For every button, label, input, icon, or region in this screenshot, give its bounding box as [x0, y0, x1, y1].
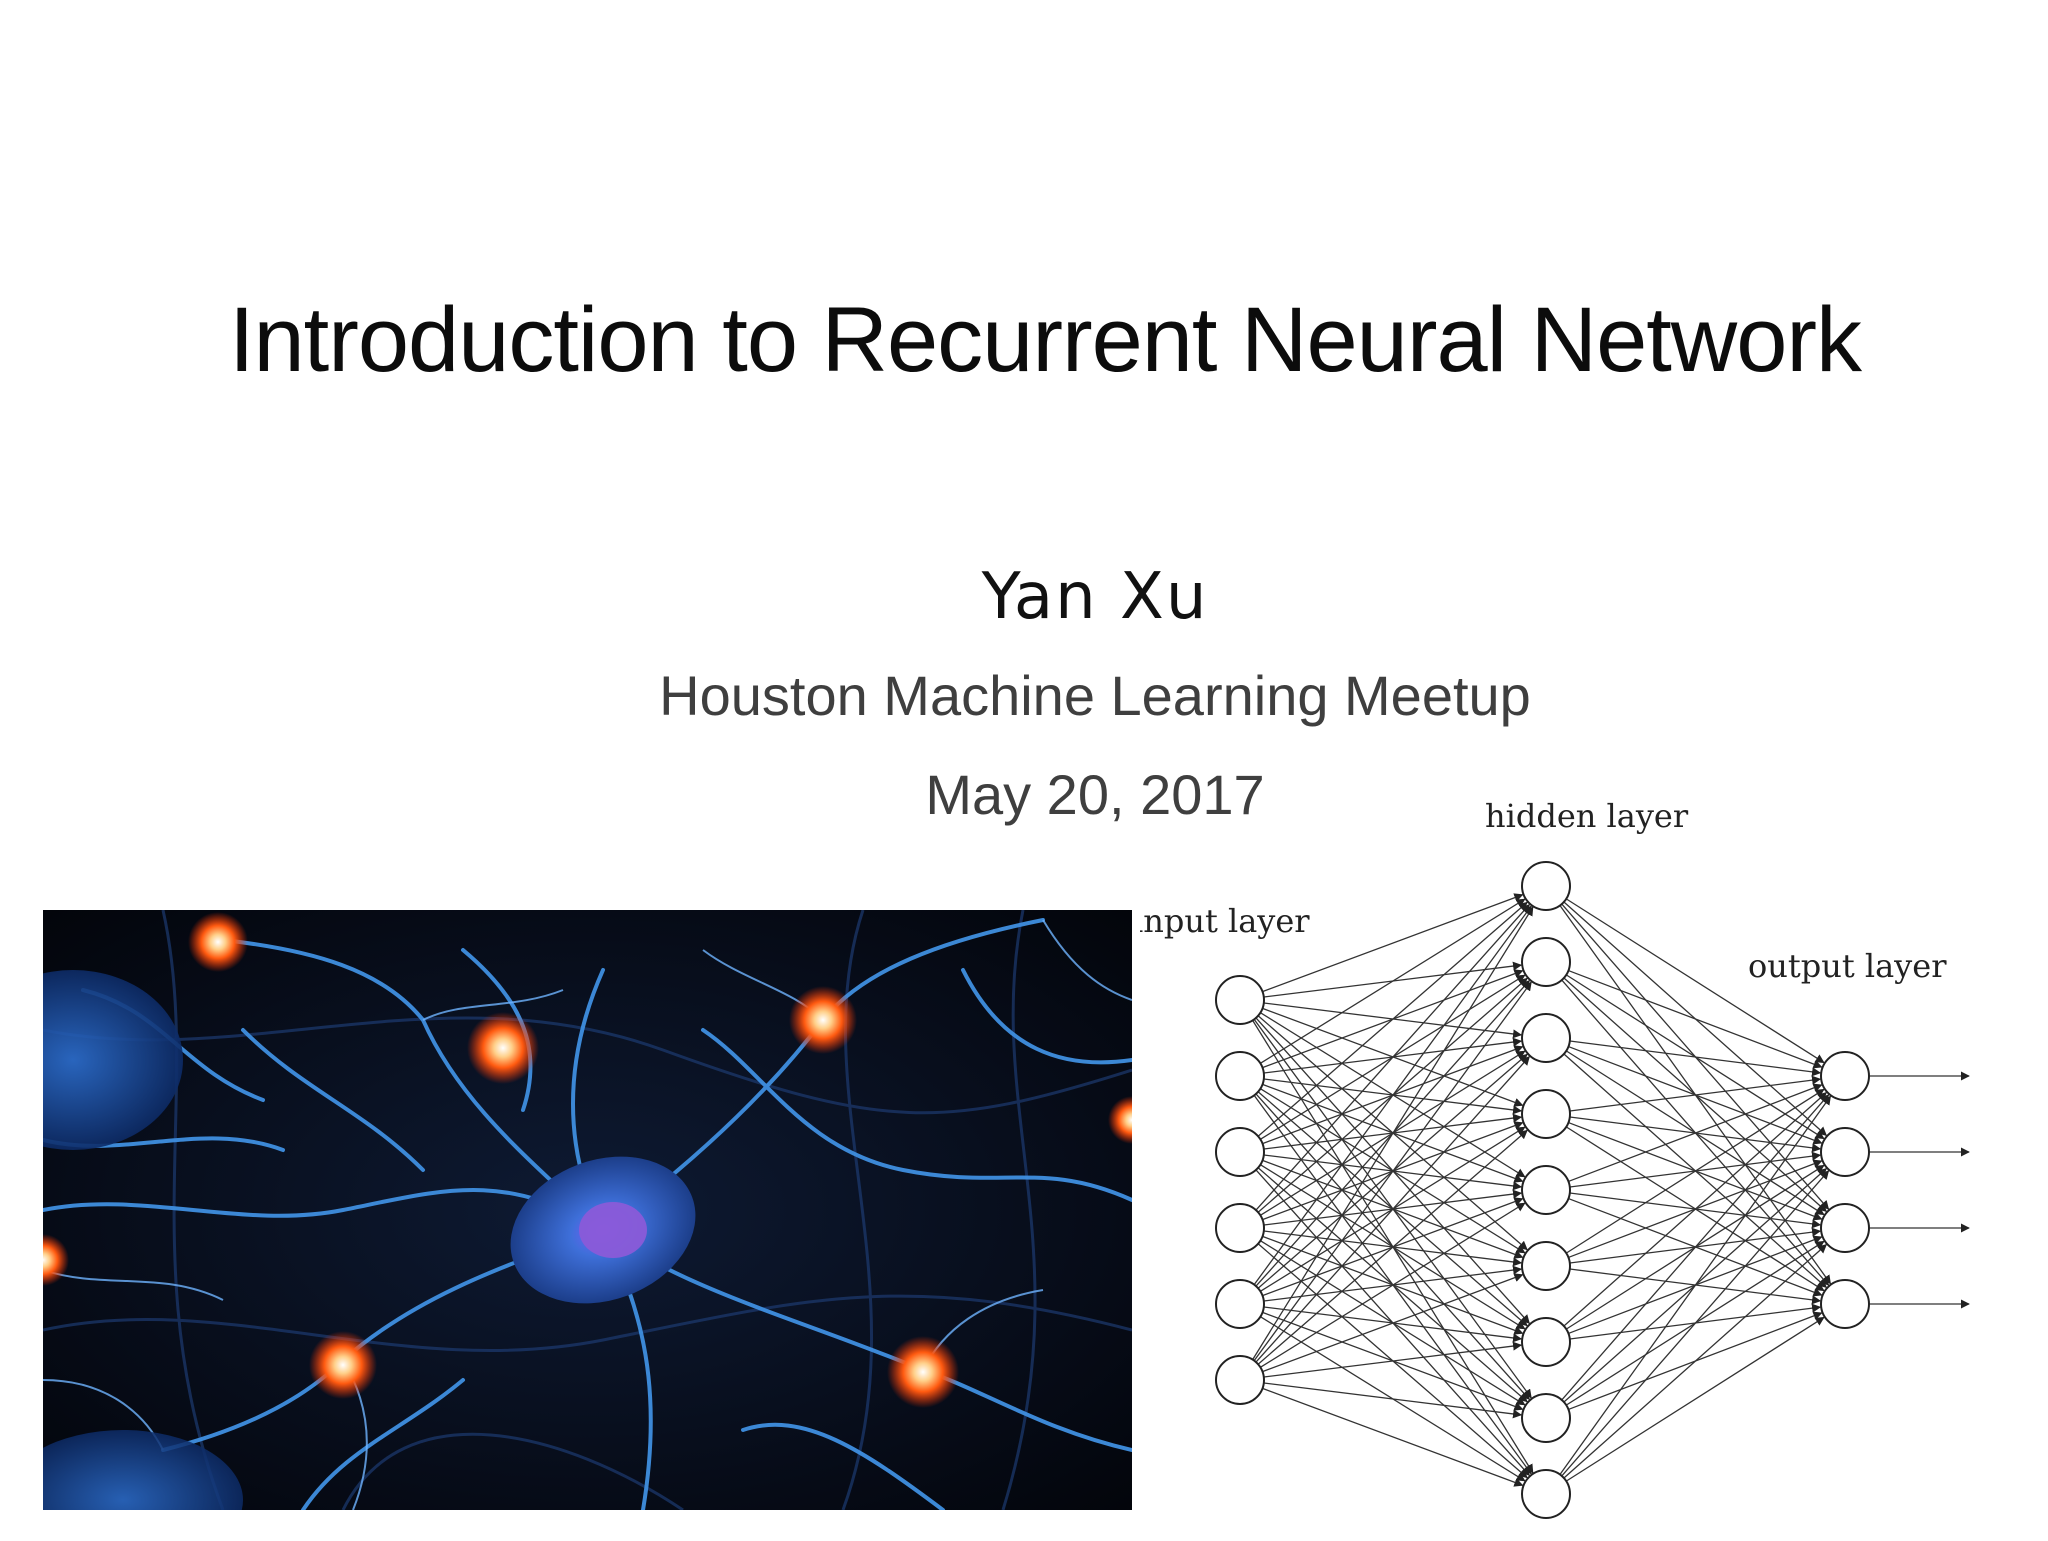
hidden-node — [1521, 1013, 1571, 1063]
connection-edges — [1252, 893, 1970, 1487]
input-hidden-edge — [1262, 1273, 1524, 1373]
author-name: Yan Xu — [981, 560, 1209, 634]
input-hidden-edge — [1262, 893, 1524, 993]
input-node — [1215, 1127, 1265, 1177]
hidden-node — [1521, 861, 1571, 911]
hidden-node — [1521, 1089, 1571, 1139]
presentation-date: May 20, 2017 — [925, 763, 1265, 826]
output-layer-label: output layer — [1748, 947, 1947, 985]
input-hidden-edge — [1257, 1129, 1528, 1365]
hidden-node — [1521, 937, 1571, 987]
output-node — [1820, 1051, 1870, 1101]
hidden-output-edge — [1561, 1094, 1830, 1401]
input-node — [1215, 1051, 1265, 1101]
input-hidden-edge — [1252, 906, 1534, 1360]
hidden-node — [1521, 1393, 1571, 1443]
neuron-illustration — [43, 910, 1132, 1510]
hidden-output-edge — [1565, 1316, 1825, 1482]
input-hidden-edge — [1253, 905, 1532, 1286]
input-hidden-edge — [1260, 898, 1526, 1064]
event-name: Houston Machine Learning Meetup — [659, 664, 1531, 727]
input-hidden-edge — [1262, 1387, 1524, 1487]
hidden-node — [1521, 1165, 1571, 1215]
network-nodes — [1215, 861, 1870, 1519]
input-node — [1215, 975, 1265, 1025]
neural-network-diagram: hidden layer input layer output layer — [1133, 780, 2020, 1536]
output-node — [1820, 1203, 1870, 1253]
input-hidden-edge — [1255, 903, 1530, 1211]
output-node — [1820, 1279, 1870, 1329]
hidden-node — [1521, 1469, 1571, 1519]
neuron-image — [43, 910, 1132, 1510]
hidden-node — [1521, 1317, 1571, 1367]
input-hidden-edge — [1257, 901, 1528, 1137]
hidden-output-edge — [1565, 898, 1825, 1064]
hidden-output-edge — [1565, 1088, 1825, 1254]
input-node — [1215, 1355, 1265, 1405]
hidden-output-edge — [1569, 1075, 1822, 1112]
input-hidden-edge — [1255, 1055, 1530, 1363]
hidden-output-edge — [1568, 1083, 1823, 1183]
input-node — [1215, 1279, 1265, 1329]
input-hidden-edge — [1263, 1341, 1523, 1378]
input-hidden-edge — [1260, 1202, 1526, 1368]
hidden-node — [1521, 1241, 1571, 1291]
hidden-output-edge — [1569, 1040, 1822, 1077]
output-node — [1820, 1127, 1870, 1177]
hidden-output-edge — [1563, 1244, 1828, 1479]
hidden-output-edge — [1563, 1092, 1828, 1327]
hidden-output-edge — [1561, 1170, 1830, 1477]
hidden-output-edge — [1559, 1095, 1831, 1475]
hidden-layer-label: hidden layer — [1485, 797, 1689, 835]
hidden-output-edge — [1568, 969, 1823, 1069]
input-hidden-edge — [1263, 1382, 1523, 1419]
input-layer-label: input layer — [1140, 902, 1310, 940]
input-node — [1215, 1203, 1265, 1253]
input-hidden-edge — [1253, 981, 1532, 1362]
slide-title: Introduction to Recurrent Neural Network — [228, 289, 1862, 391]
